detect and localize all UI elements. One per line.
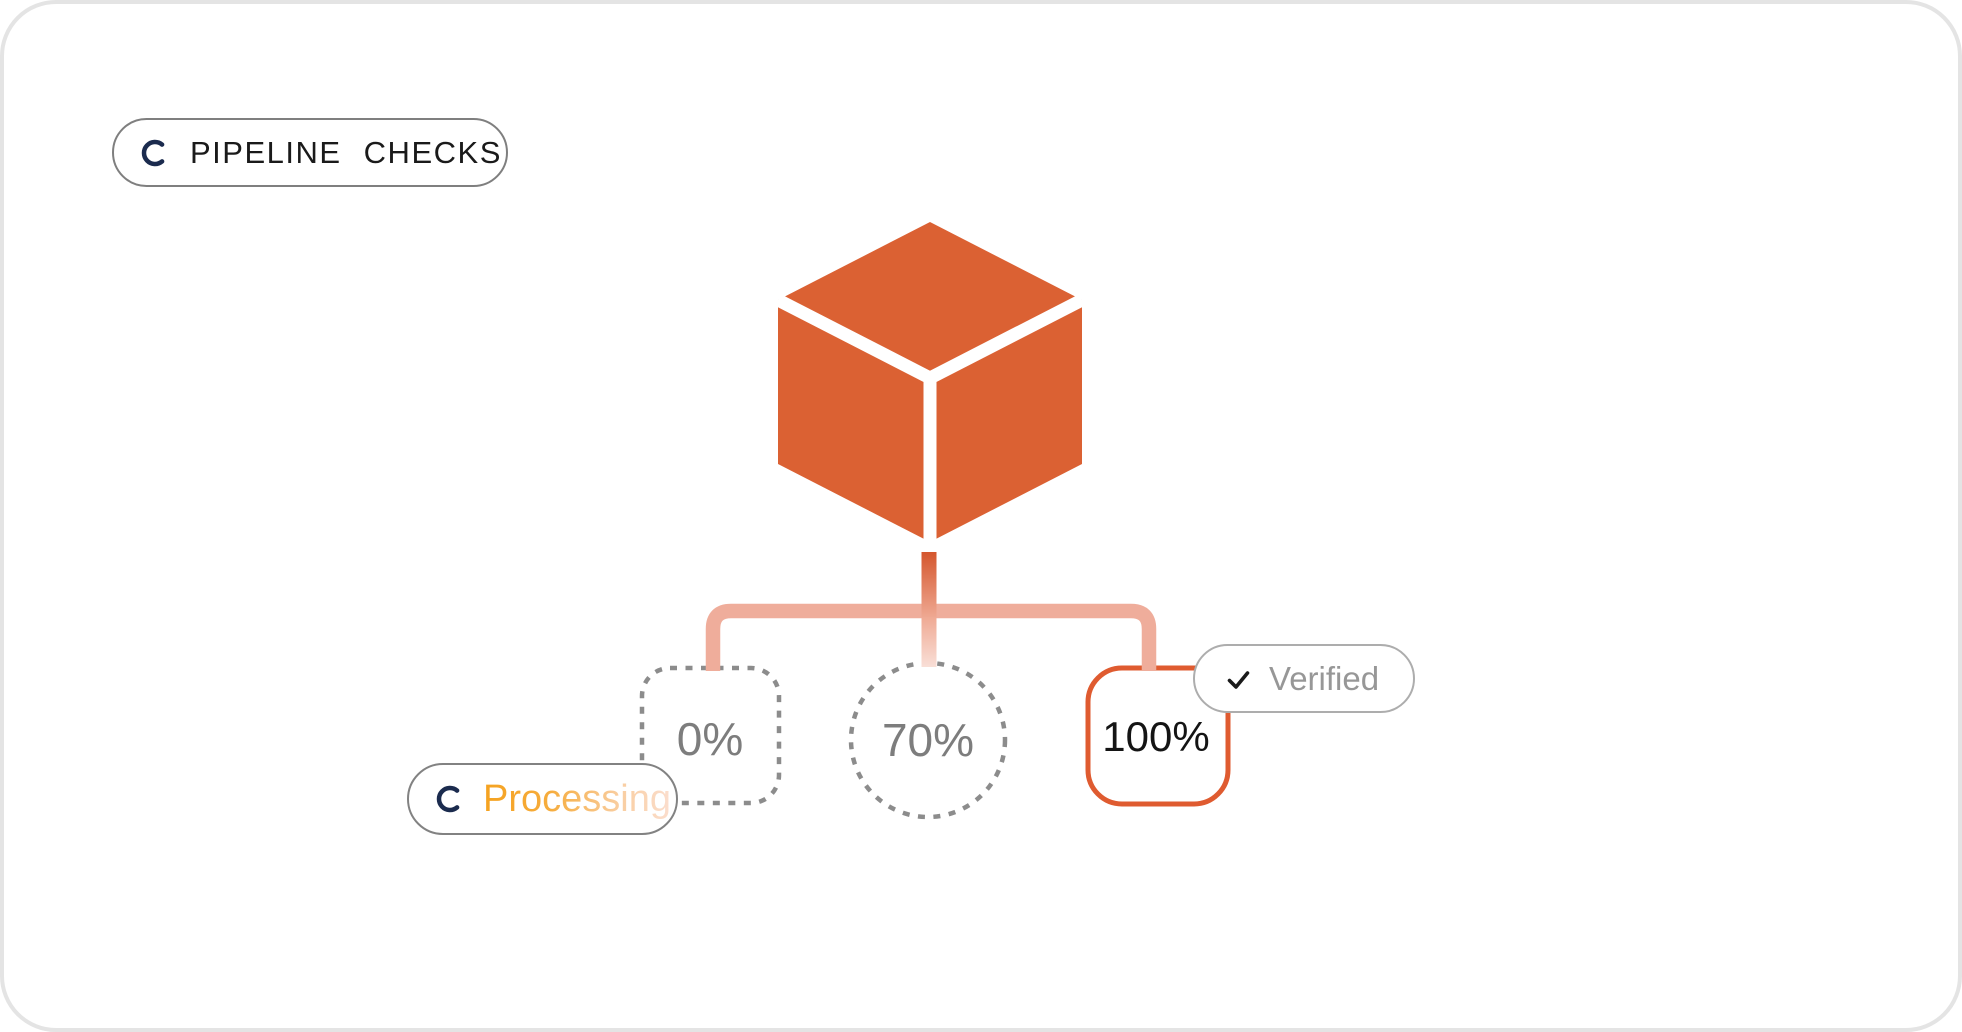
progress-value-complete: 100% [1102,713,1210,760]
spinner-icon [141,139,165,166]
check-icon [1227,670,1250,689]
progress-value-pending: 0% [676,713,744,765]
pipeline-checks-label: PIPELINE CHECKS [190,134,502,170]
verified-badge[interactable]: Verified [1193,644,1415,713]
cube-icon[interactable] [775,222,1085,548]
spinner-icon [436,785,460,813]
progress-value-inprogress: 70% [881,714,975,766]
pipeline-checks-badge[interactable]: PIPELINE CHECKS [112,118,508,187]
processing-label: Processing [483,777,671,820]
node-pending-dashed-square[interactable] [639,665,782,806]
verified-label: Verified [1269,659,1380,697]
processing-badge[interactable]: Processing [407,763,678,835]
connector-lines [705,552,1157,671]
node-complete-solid-square[interactable] [1085,665,1231,807]
